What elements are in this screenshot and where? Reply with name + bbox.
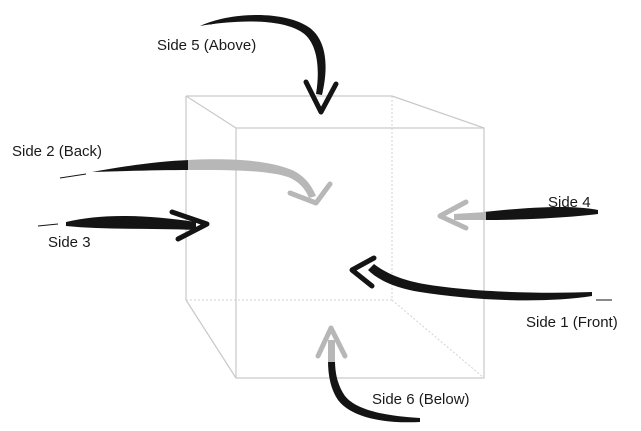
side1-label: Side 1 (Front)	[526, 314, 618, 331]
side6-arrow	[315, 325, 420, 423]
side1-arrow	[349, 255, 612, 301]
cube-bottom-left-connector	[185, 299, 237, 379]
cube-wireframe	[185, 95, 485, 379]
side4-label: Side 4	[548, 194, 591, 211]
side3-label: Side 3	[48, 234, 91, 251]
side2-label: Side 2 (Back)	[12, 143, 103, 160]
cube-top-left-connector	[185, 95, 237, 129]
side5-arrow	[200, 15, 339, 115]
cube-front-face	[235, 127, 485, 379]
side4-arrow	[437, 199, 598, 231]
side5-label: Side 5 (Above)	[157, 37, 257, 54]
side6-label: Side 6 (Below)	[372, 391, 470, 408]
cube-bottom-right-connector-hidden	[391, 299, 485, 379]
side3-arrow	[37, 209, 210, 242]
cube-top-right-connector	[391, 95, 485, 129]
side2-arrow	[59, 159, 333, 206]
